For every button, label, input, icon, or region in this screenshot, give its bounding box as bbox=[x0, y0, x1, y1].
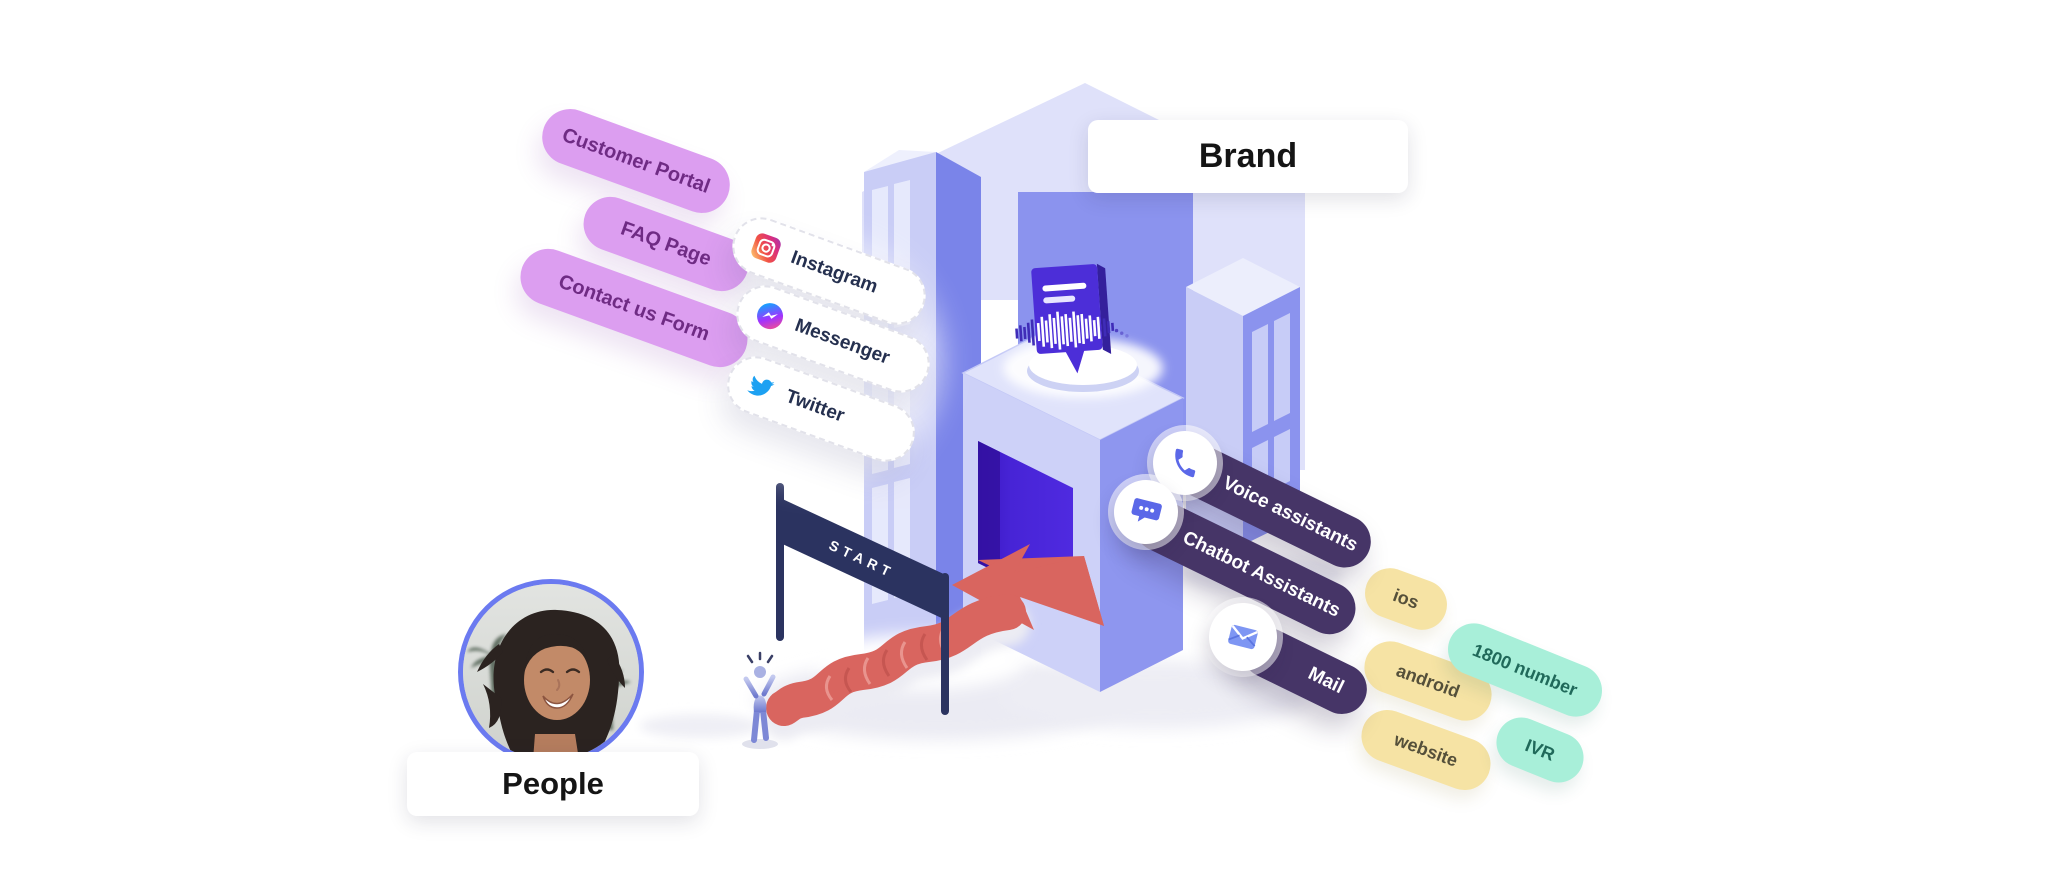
avatar bbox=[458, 579, 644, 765]
waveform bbox=[1015, 311, 1129, 350]
brand-card: Brand bbox=[1088, 120, 1408, 193]
pill-label: ios bbox=[1390, 584, 1422, 613]
pill-label: Mail bbox=[1304, 663, 1348, 699]
brand-label: Brand bbox=[1198, 137, 1298, 175]
messenger-icon bbox=[752, 298, 788, 334]
chatbot-icon bbox=[1125, 491, 1166, 532]
pill-label: IVR bbox=[1522, 734, 1558, 765]
voice-message-bubble bbox=[1015, 263, 1129, 374]
chatbot-badge bbox=[1107, 473, 1185, 551]
pill-label: android bbox=[1393, 659, 1463, 702]
red-carpet bbox=[762, 544, 1104, 740]
voice-badge bbox=[1146, 424, 1224, 502]
twitter-icon bbox=[743, 369, 779, 405]
pill-label: Instagram bbox=[787, 246, 881, 298]
pill-label: website bbox=[1391, 728, 1461, 771]
pill-twitter: Twitter bbox=[718, 348, 924, 470]
phone-icon bbox=[1166, 444, 1205, 483]
pill-messenger: Messenger bbox=[728, 277, 938, 401]
person-figure bbox=[742, 651, 778, 749]
start-banner: START bbox=[776, 483, 949, 715]
mail-badge bbox=[1201, 595, 1285, 679]
mail-icon bbox=[1221, 615, 1265, 659]
pill-instagram: Instagram bbox=[724, 209, 934, 333]
pill-label: Twitter bbox=[782, 386, 848, 427]
avatar-portrait bbox=[463, 584, 639, 760]
instagram-icon bbox=[748, 230, 784, 266]
people-label: People bbox=[502, 766, 604, 801]
people-card: People bbox=[407, 752, 699, 816]
